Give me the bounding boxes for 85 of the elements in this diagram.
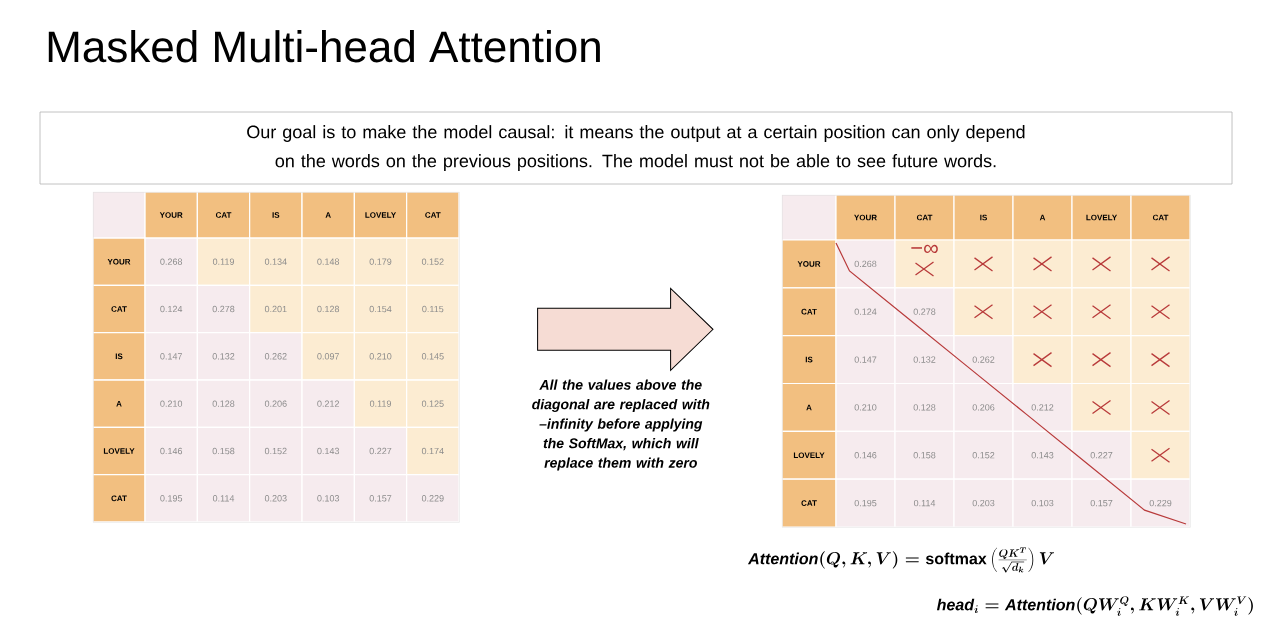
header-cell: IS — [249, 191, 303, 239]
table-cell: 0.262 — [249, 332, 303, 381]
table-cell: 0.154 — [353, 284, 408, 334]
header-cell: CAT — [406, 191, 460, 239]
header-cell: YOUR — [781, 239, 837, 289]
table-cell: 0.210 — [835, 382, 896, 432]
header-cell: YOUR — [144, 191, 198, 239]
table-cell: 0.227 — [1071, 430, 1132, 480]
table-cell: 0.203 — [953, 478, 1014, 528]
table-cell: 0.268 — [835, 239, 896, 289]
table-cell: 0.119 — [196, 237, 251, 286]
table-cell: 0.212 — [1012, 382, 1073, 432]
table-cell: 0.179 — [353, 237, 408, 286]
edge-label: All the values above the diagonal are replaced with –infinity before applying the SoftMax, which will replace them with zero — [532, 379, 710, 471]
table-cell: 0.268 — [144, 237, 198, 286]
table-cell: 0.147 — [144, 332, 198, 381]
header-cell: LOVELY — [92, 426, 146, 476]
table-cell: 0.128 — [196, 379, 251, 428]
table-cell: 0.145 — [406, 332, 460, 381]
table-cell: 0.148 — [301, 237, 355, 286]
header-cell: A — [301, 191, 355, 239]
table-cell: 0.212 — [301, 379, 355, 428]
header-cell: CAT — [196, 191, 251, 239]
table-cell: 0.146 — [835, 430, 896, 480]
table-frame — [93, 192, 460, 523]
table-cell: 0.103 — [301, 474, 355, 523]
table-cell: 0.143 — [1012, 430, 1073, 480]
header-cell: LOVELY — [781, 430, 837, 480]
table-cell: 0.134 — [249, 237, 303, 286]
table-cell: 0.097 — [301, 332, 355, 381]
table-cell: 0.195 — [835, 478, 896, 528]
table-cell: 0.210 — [353, 332, 408, 381]
block-arrow — [537, 287, 714, 371]
table-cell: 0.206 — [953, 382, 1014, 432]
title: Masked Multi-head Attention — [48, 30, 600, 63]
table-cell: 0.119 — [353, 379, 408, 428]
table-cell: 0.158 — [894, 430, 955, 480]
table-cell: 0.157 — [353, 474, 408, 523]
table-cell: 0.146 — [144, 426, 198, 476]
header-cell: CAT — [781, 287, 837, 337]
table-cell: 0.152 — [249, 426, 303, 476]
handwritten-note: −∞ — [911, 244, 938, 254]
table-cell: 0.278 — [894, 287, 955, 337]
table-cell: 0.125 — [406, 379, 460, 428]
formula: $\mathit{Attention}(Q,K,V) = \mathrm{softmax}\left(\frac{QK^{T}}{\sqrt{d_k}}\right)V$ — [747, 547, 1054, 573]
formula: $\mathit{head}_i = \mathit{Attention}(QW_i^{Q}, KW_i^{K}, VW_i^{V})$ — [936, 596, 1253, 616]
header-cell: A — [781, 382, 837, 432]
table-cell: 0.206 — [249, 379, 303, 428]
header-cell: A — [92, 379, 146, 428]
table-cell: 0.128 — [894, 382, 955, 432]
table-cell: 0.143 — [301, 426, 355, 476]
header-cell: CAT — [781, 478, 837, 528]
header-cell: IS — [781, 335, 837, 385]
table-cell: 0.201 — [249, 284, 303, 334]
header-cell: YOUR — [92, 237, 146, 286]
header-cell: CAT — [92, 474, 146, 523]
header-cell: CAT — [92, 284, 146, 334]
table-cell: 0.157 — [1071, 478, 1132, 528]
header-cell: LOVELY — [353, 191, 408, 239]
header-cell: IS — [92, 332, 146, 381]
table-cell: 0.114 — [894, 478, 955, 528]
table-cell: 0.152 — [406, 237, 460, 286]
table-cell: 0.174 — [406, 426, 460, 476]
table-cell: 0.203 — [249, 474, 303, 523]
table-cell: 0.158 — [196, 426, 251, 476]
table-cell: 0.210 — [144, 379, 198, 428]
table-cell: 0.132 — [196, 332, 251, 381]
table-cell: 0.115 — [406, 284, 460, 334]
table-cell: 0.227 — [353, 426, 408, 476]
table-cell: 0.114 — [196, 474, 251, 523]
text-box: Our goal is to make the model causal: it means the output at a certain position can only depend on the words on the previous positions. The model must not be able to see future words. — [39, 111, 1233, 185]
table-cell: 0.152 — [953, 430, 1014, 480]
table-cell: 0.278 — [196, 284, 251, 334]
table-cell: 0.229 — [1130, 478, 1191, 528]
table-cell: 0.124 — [144, 284, 198, 334]
table-cell: 0.103 — [1012, 478, 1073, 528]
table-cell: 0.128 — [301, 284, 355, 334]
table-cell: 0.124 — [835, 287, 896, 337]
table-cell: 0.229 — [406, 474, 460, 523]
table-cell: 0.262 — [953, 335, 1014, 385]
table-frame — [782, 195, 1191, 528]
table-cell: 0.195 — [144, 474, 198, 523]
table-cell: 0.147 — [835, 335, 896, 385]
table-cell: 0.132 — [894, 335, 955, 385]
header-cell: CAT — [1130, 194, 1191, 241]
